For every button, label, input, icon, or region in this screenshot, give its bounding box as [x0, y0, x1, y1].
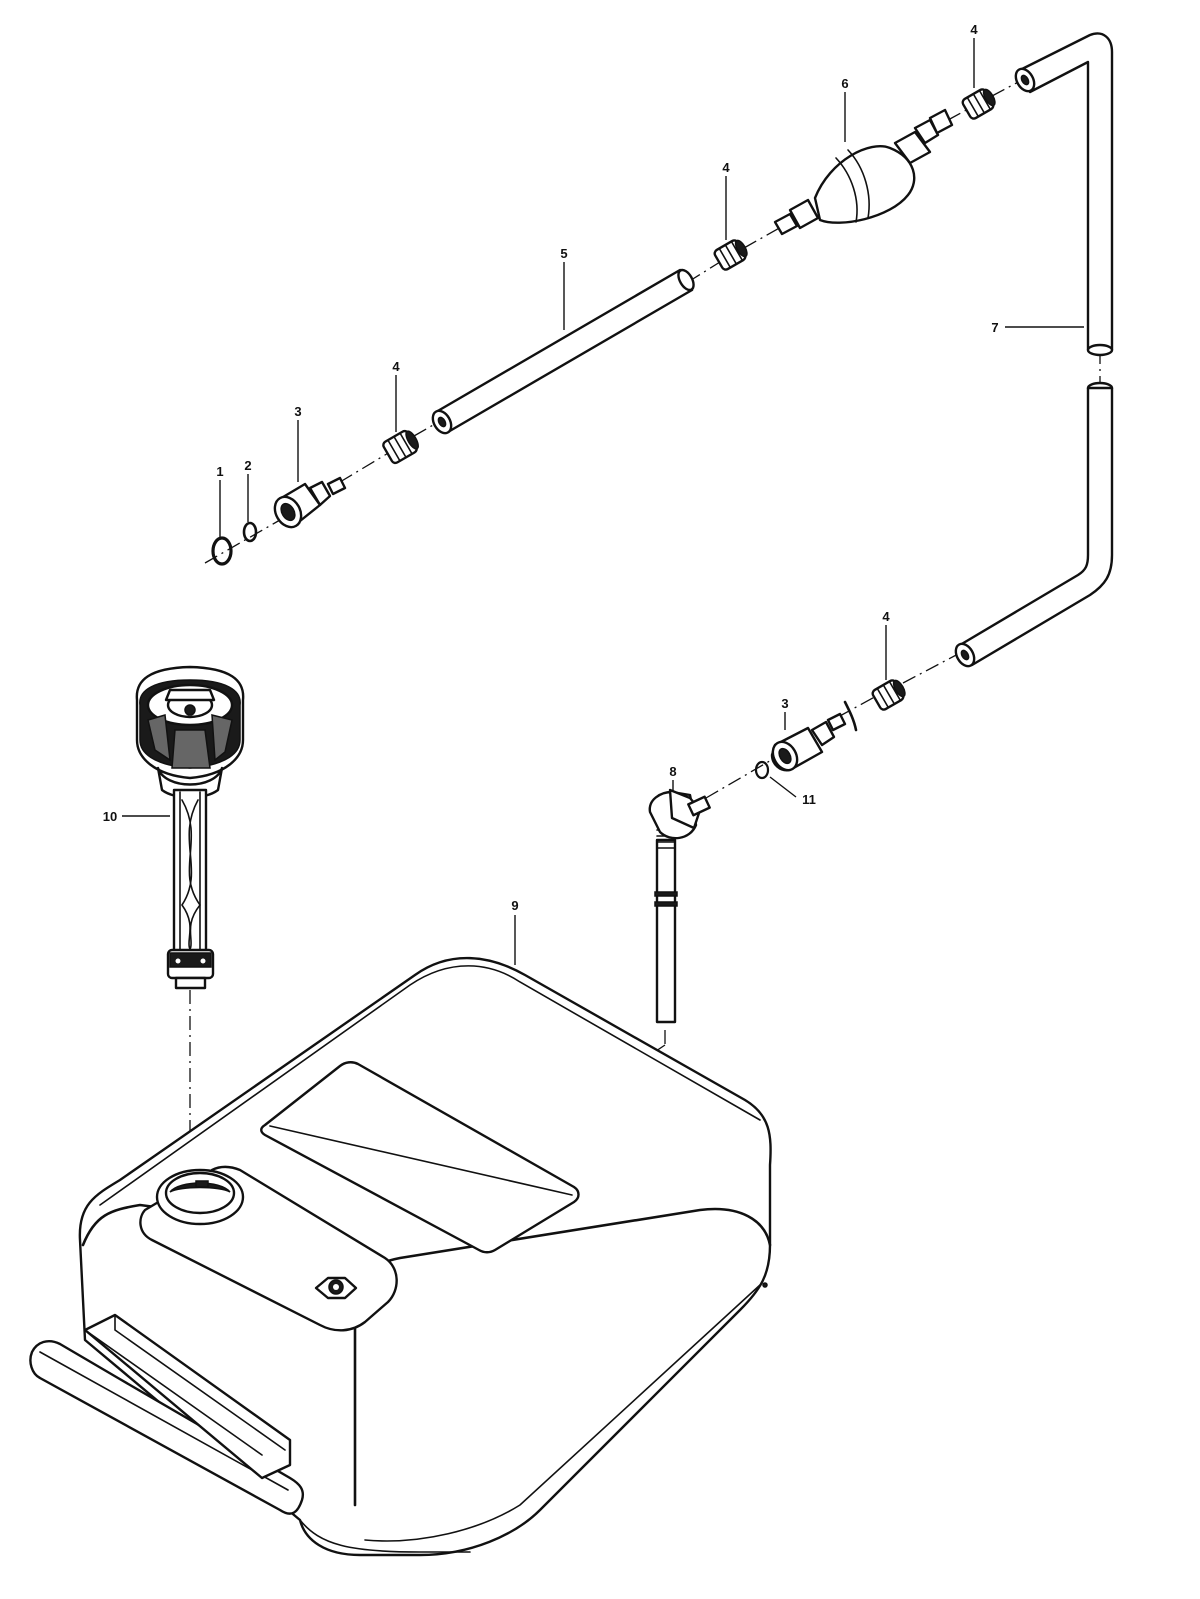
- connector-left: [211, 476, 347, 566]
- primer-bulb: [773, 108, 954, 236]
- callout-3-lower: 3: [781, 696, 788, 711]
- leader-lines: [122, 38, 1084, 965]
- callout-4-d: 4: [882, 609, 890, 624]
- callout-4-b: 4: [722, 160, 730, 175]
- clamp-4-a: [382, 429, 419, 465]
- callout-10: 10: [103, 809, 117, 824]
- fuel-gauge: [135, 665, 245, 990]
- o-ring-2: [242, 521, 258, 543]
- hose-clamps: [382, 88, 996, 711]
- pickup-tube: [655, 838, 677, 1024]
- callout-4-c: 4: [970, 22, 978, 37]
- callout-11: 11: [802, 792, 816, 807]
- o-ring-11: [754, 760, 770, 780]
- connector-right: [754, 700, 858, 780]
- callout-7: 7: [991, 320, 998, 335]
- hose-5: [431, 268, 695, 435]
- hose-7: [954, 32, 1114, 668]
- pickup-elbow-assembly: [648, 788, 711, 1024]
- fuel-tank: [29, 956, 772, 1557]
- callout-labels: 1 2 3 4 5 4 6 4 7 4 3 8 11 9 10: [103, 22, 999, 913]
- callout-2: 2: [244, 458, 251, 473]
- callout-3-upper: 3: [294, 404, 301, 419]
- callout-5: 5: [560, 246, 567, 261]
- callout-4-a: 4: [392, 359, 400, 374]
- callout-1: 1: [216, 464, 223, 479]
- o-ring-1: [211, 536, 233, 566]
- callout-6: 6: [841, 76, 848, 91]
- callout-8: 8: [669, 764, 676, 779]
- clamp-4-d: [871, 679, 906, 711]
- clamp-4-b: [713, 239, 748, 271]
- callout-9: 9: [511, 898, 518, 913]
- clamp-4-c: [961, 88, 996, 120]
- tank-label-plate: [260, 1061, 580, 1254]
